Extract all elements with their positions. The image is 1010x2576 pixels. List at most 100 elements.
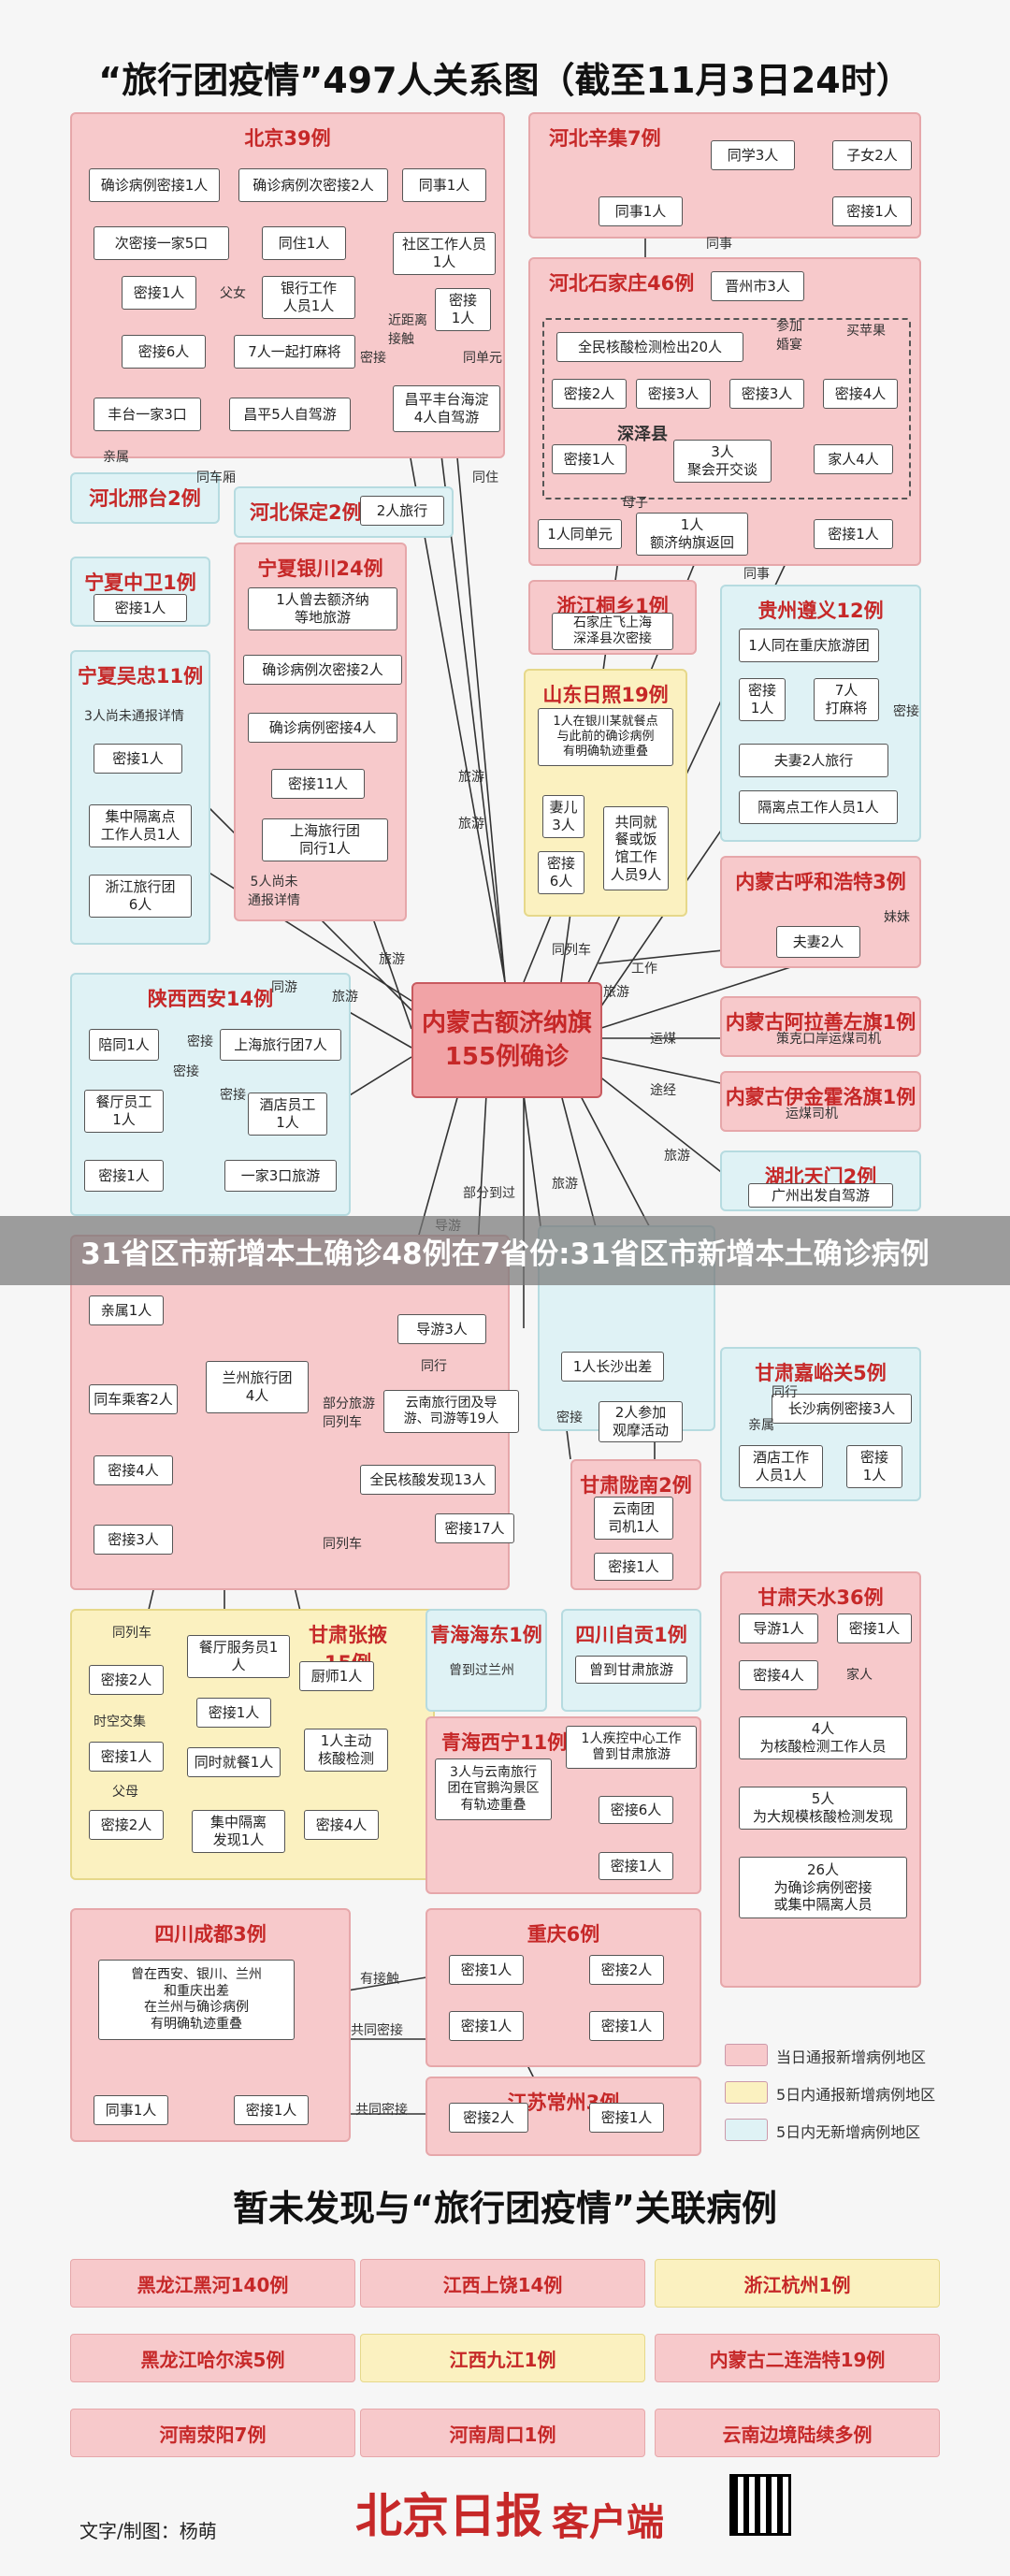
edge-label: 同事 <box>706 237 732 252</box>
case-box: 密接1人 <box>94 744 182 774</box>
case-box: 密接3人 <box>94 1525 173 1555</box>
case-box: 1人同单元 <box>538 519 622 549</box>
edge-label: 运煤 <box>650 1032 676 1047</box>
edge-label: 旅游 <box>552 1177 578 1192</box>
case-box: 1人主动 核酸检测 <box>304 1729 388 1772</box>
case-box: 密接11人 <box>271 769 365 799</box>
case-box: 酒店员工 1人 <box>248 1093 327 1136</box>
case-box: 密接1人 <box>599 1852 673 1880</box>
edge-label: 密接 <box>556 1411 583 1425</box>
case-box: 密接2人 <box>89 1665 164 1695</box>
edge-label: 亲属 <box>748 1418 774 1433</box>
legend-swatch <box>725 2081 768 2104</box>
publisher-logo-suffix: 客户端 <box>552 2501 664 2544</box>
case-box: 7人 打麻将 <box>814 678 879 721</box>
unlinked-region: 河南周口1例 <box>360 2409 645 2457</box>
case-box: 密接2人 <box>449 2103 528 2133</box>
region-title: 河北辛集7例 <box>549 127 661 150</box>
case-box: 密接4人 <box>739 1660 818 1690</box>
edge-label: 密接 <box>187 1035 213 1049</box>
region-nmg-hohhot: 内蒙古呼和浩特3例 <box>720 856 921 968</box>
case-box: 密接 1人 <box>739 678 786 721</box>
unlinked-region: 浙江杭州1例 <box>655 2259 940 2308</box>
edge-label: 同行 <box>772 1385 798 1400</box>
case-box: 1人在银川某就餐点 与此前的确诊病例 有明确轨迹重叠 <box>538 708 673 766</box>
unlinked-region: 河南荥阳7例 <box>70 2409 355 2457</box>
case-box: 导游1人 <box>739 1614 818 1643</box>
edge-label: 有接触 <box>360 1972 399 1987</box>
page-title: “旅行团疫情”497人关系图（截至11月3日24时） <box>98 60 912 101</box>
region-title: 甘肃天水36例 <box>758 1586 884 1609</box>
case-box: 共同就 餐或饭 馆工作 人员9人 <box>603 806 669 890</box>
case-box: 密接1人 <box>589 2103 664 2133</box>
case-box: 兰州旅行团 4人 <box>206 1361 309 1413</box>
case-box: 密接1人 <box>449 2011 524 2041</box>
case-box: 密接4人 <box>823 379 898 409</box>
edge-label: 同事 <box>743 567 770 582</box>
case-box: 密接1人 <box>234 2095 309 2125</box>
case-box: 26人 为确诊病例密接 或集中隔离人员 <box>739 1857 907 1918</box>
region-title: 内蒙古阿拉善左旗1例 <box>725 1011 916 1034</box>
edge-label: 家人 <box>846 1668 873 1683</box>
edge-label: 旅游 <box>332 990 358 1005</box>
case-box: 1人同在重庆旅游团 <box>739 629 879 662</box>
case-box: 广州出发自驾游 <box>748 1183 893 1208</box>
case-box: 昌平丰台海淀 4人自驾游 <box>393 385 500 432</box>
edge-label: 同列车 <box>323 1537 362 1552</box>
case-box: 确诊病例密接1人 <box>89 168 220 202</box>
legend-label: 5日内无新增病例地区 <box>776 2123 921 2141</box>
case-box: 密接1人 <box>196 1698 271 1728</box>
edge-label: 共同密接 <box>355 2103 408 2118</box>
case-box: 密接 6人 <box>538 851 584 894</box>
edge-label: 同行 <box>421 1359 447 1374</box>
case-box: 密接2人 <box>552 379 627 409</box>
edge-label: 密接 <box>173 1064 199 1079</box>
case-box: 同车乘客2人 <box>89 1384 178 1414</box>
case-box: 密接 1人 <box>435 288 491 331</box>
shenze-group <box>542 318 911 499</box>
unlinked-region: 黑龙江哈尔滨5例 <box>70 2334 355 2382</box>
case-box: 同学3人 <box>711 140 795 170</box>
edge-label: 旅游 <box>458 817 484 832</box>
legend-label: 5日内通报新增病例地区 <box>776 2086 936 2104</box>
publisher-logo: 北京日报 <box>355 2488 542 2543</box>
note-label: 曾到过兰州 <box>449 1663 514 1678</box>
edge-label: 旅游 <box>458 770 484 785</box>
case-box: 2人参加 观摩活动 <box>599 1401 683 1442</box>
edge-label: 同单元 <box>463 351 502 366</box>
region-title: 重庆6例 <box>527 1923 600 1946</box>
case-box: 酒店工作 人员1人 <box>739 1445 823 1488</box>
region-title: 宁夏银川24例 <box>257 557 383 580</box>
case-box: 1人长沙出差 <box>561 1352 664 1382</box>
case-box: 一家3口旅游 <box>224 1160 337 1192</box>
case-box: 密接1人 <box>89 1742 164 1772</box>
case-box: 7人一起打麻将 <box>234 335 355 369</box>
case-box: 密接6人 <box>122 335 206 369</box>
case-box: 密接1人 <box>594 1553 673 1581</box>
case-box: 隔离点工作人员1人 <box>739 790 898 824</box>
case-box: 子女2人 <box>832 140 912 170</box>
case-box: 晋州市3人 <box>711 271 804 301</box>
case-box: 云南旅行团及导 游、司游等19人 <box>383 1390 519 1433</box>
edge-label: 途经 <box>650 1083 676 1098</box>
case-box: 夫妻2人 <box>776 926 860 958</box>
region-chongqing: 重庆6例 <box>426 1908 701 2067</box>
case-box: 2人旅行 <box>360 496 444 526</box>
case-box: 密接17人 <box>435 1513 514 1543</box>
unlinked-region: 江西上饶14例 <box>360 2259 645 2308</box>
edge-label: 同住 <box>472 470 498 485</box>
case-box: 厨师1人 <box>299 1661 374 1691</box>
case-box: 密接1人 <box>589 2011 664 2041</box>
note-label: 3人尚未通报详情 <box>84 709 184 724</box>
case-box: 同事1人 <box>599 196 683 226</box>
shenze-label: 深泽县 <box>617 425 668 444</box>
unlinked-region: 云南边境陆续多例 <box>655 2409 940 2457</box>
edge-label: 同游 <box>271 980 297 995</box>
region-nmg-yijinhuoluo: 内蒙古伊金霍洛旗1例 <box>720 1071 921 1132</box>
case-box: 夫妻2人旅行 <box>739 744 888 777</box>
edge-label: 旅游 <box>603 985 629 1000</box>
case-box: 1人曾去额济纳 等地旅游 <box>248 587 397 630</box>
case-box: 同事1人 <box>402 168 486 202</box>
case-box: 确诊病例次密接2人 <box>238 168 388 202</box>
